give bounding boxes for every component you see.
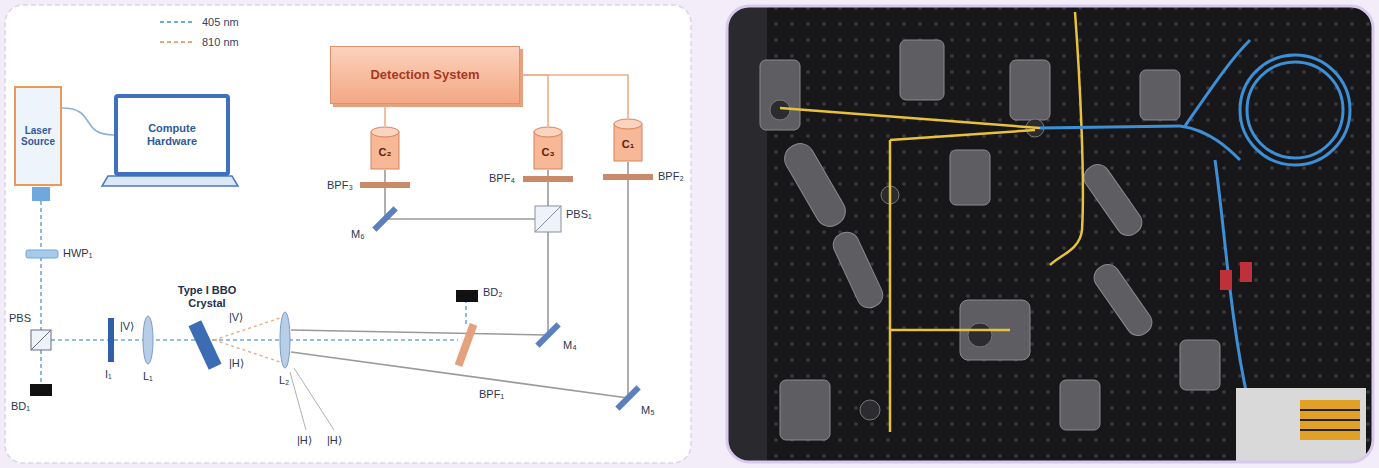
legend-text: 405 nm [202, 16, 239, 28]
band-pass-filter [603, 174, 653, 180]
fiber-connector [62, 108, 114, 135]
state-label: |V⟩ [228, 311, 244, 324]
laptop-base [102, 176, 238, 186]
legend-text: 810 nm [202, 36, 239, 48]
part-label: L₂ [278, 374, 290, 387]
mirror [615, 385, 640, 410]
bbo-crystal [189, 320, 222, 369]
iris [108, 318, 114, 362]
node-text: Compute Hardware [122, 122, 222, 147]
lens [280, 312, 290, 368]
part-label: PBS [8, 312, 32, 325]
part-label: L₁ [142, 370, 154, 383]
photon-paths [291, 162, 628, 398]
leader-lines [290, 368, 334, 430]
legend-line-sample [160, 39, 194, 45]
legend-line-sample [160, 19, 194, 25]
fiber-connector [384, 104, 386, 126]
part-label: BPF₁ [478, 388, 505, 401]
laser-source-box: Laser Source [14, 86, 62, 186]
detection-system-box: Detection System [330, 46, 520, 104]
detector: C₁ [613, 118, 643, 162]
panel-border [727, 6, 1373, 462]
node-text: C₃ [541, 146, 554, 159]
legend-row: 405 nm [160, 12, 239, 32]
beam-splitter-diagonal [31, 330, 51, 350]
state-label: |H⟩ [228, 357, 245, 370]
beam-dump [456, 290, 478, 302]
fiber-connector [520, 75, 628, 118]
part-label: M₅ [640, 404, 656, 417]
compute-hardware-laptop: Compute Hardware [114, 94, 230, 176]
part-label: M₆ [350, 228, 366, 241]
node-text: Laser Source [18, 125, 58, 148]
node-text: Detection System [370, 68, 479, 83]
mirror [535, 322, 560, 347]
part-label: HWP₁ [62, 247, 93, 260]
panel [5, 5, 691, 463]
beam-splitter-diagonal [535, 206, 561, 232]
part-label: M₄ [562, 339, 578, 352]
band-pass-filter [455, 323, 478, 367]
lens [143, 316, 153, 364]
beam-splitter [31, 330, 51, 350]
band-pass-filter [523, 176, 573, 182]
crystal-label: Type I BBO Crystal [168, 284, 246, 309]
pump-beam [41, 201, 466, 384]
fiber-connector [520, 75, 548, 126]
part-label: BPF₃ [326, 179, 354, 192]
beam-dump [30, 384, 52, 396]
spdc-cone [214, 318, 280, 362]
state-label: |H⟩ [326, 434, 343, 447]
detector: C₃ [533, 126, 563, 170]
detector: C₂ [370, 126, 400, 170]
lab-photo [727, 6, 1373, 462]
laser-aperture [32, 187, 50, 201]
part-label: PBS₁ [565, 208, 593, 221]
part-label: BPF₂ [657, 170, 685, 183]
legend-row: 810 nm [160, 32, 239, 52]
mirror [372, 206, 397, 231]
part-label: I₁ [104, 368, 113, 381]
part-label: BD₂ [482, 286, 504, 299]
node-text: C₂ [379, 146, 392, 159]
legend: 405 nm 810 nm [160, 12, 239, 52]
part-label: BPF₄ [488, 172, 516, 185]
part-label: BD₁ [10, 400, 31, 413]
state-label: |H⟩ [296, 434, 313, 447]
beam-splitter [535, 206, 561, 232]
node-text: C₁ [622, 138, 635, 151]
state-label: |V⟩ [119, 320, 135, 333]
band-pass-filter [360, 182, 410, 188]
half-wave-plate [26, 250, 58, 258]
